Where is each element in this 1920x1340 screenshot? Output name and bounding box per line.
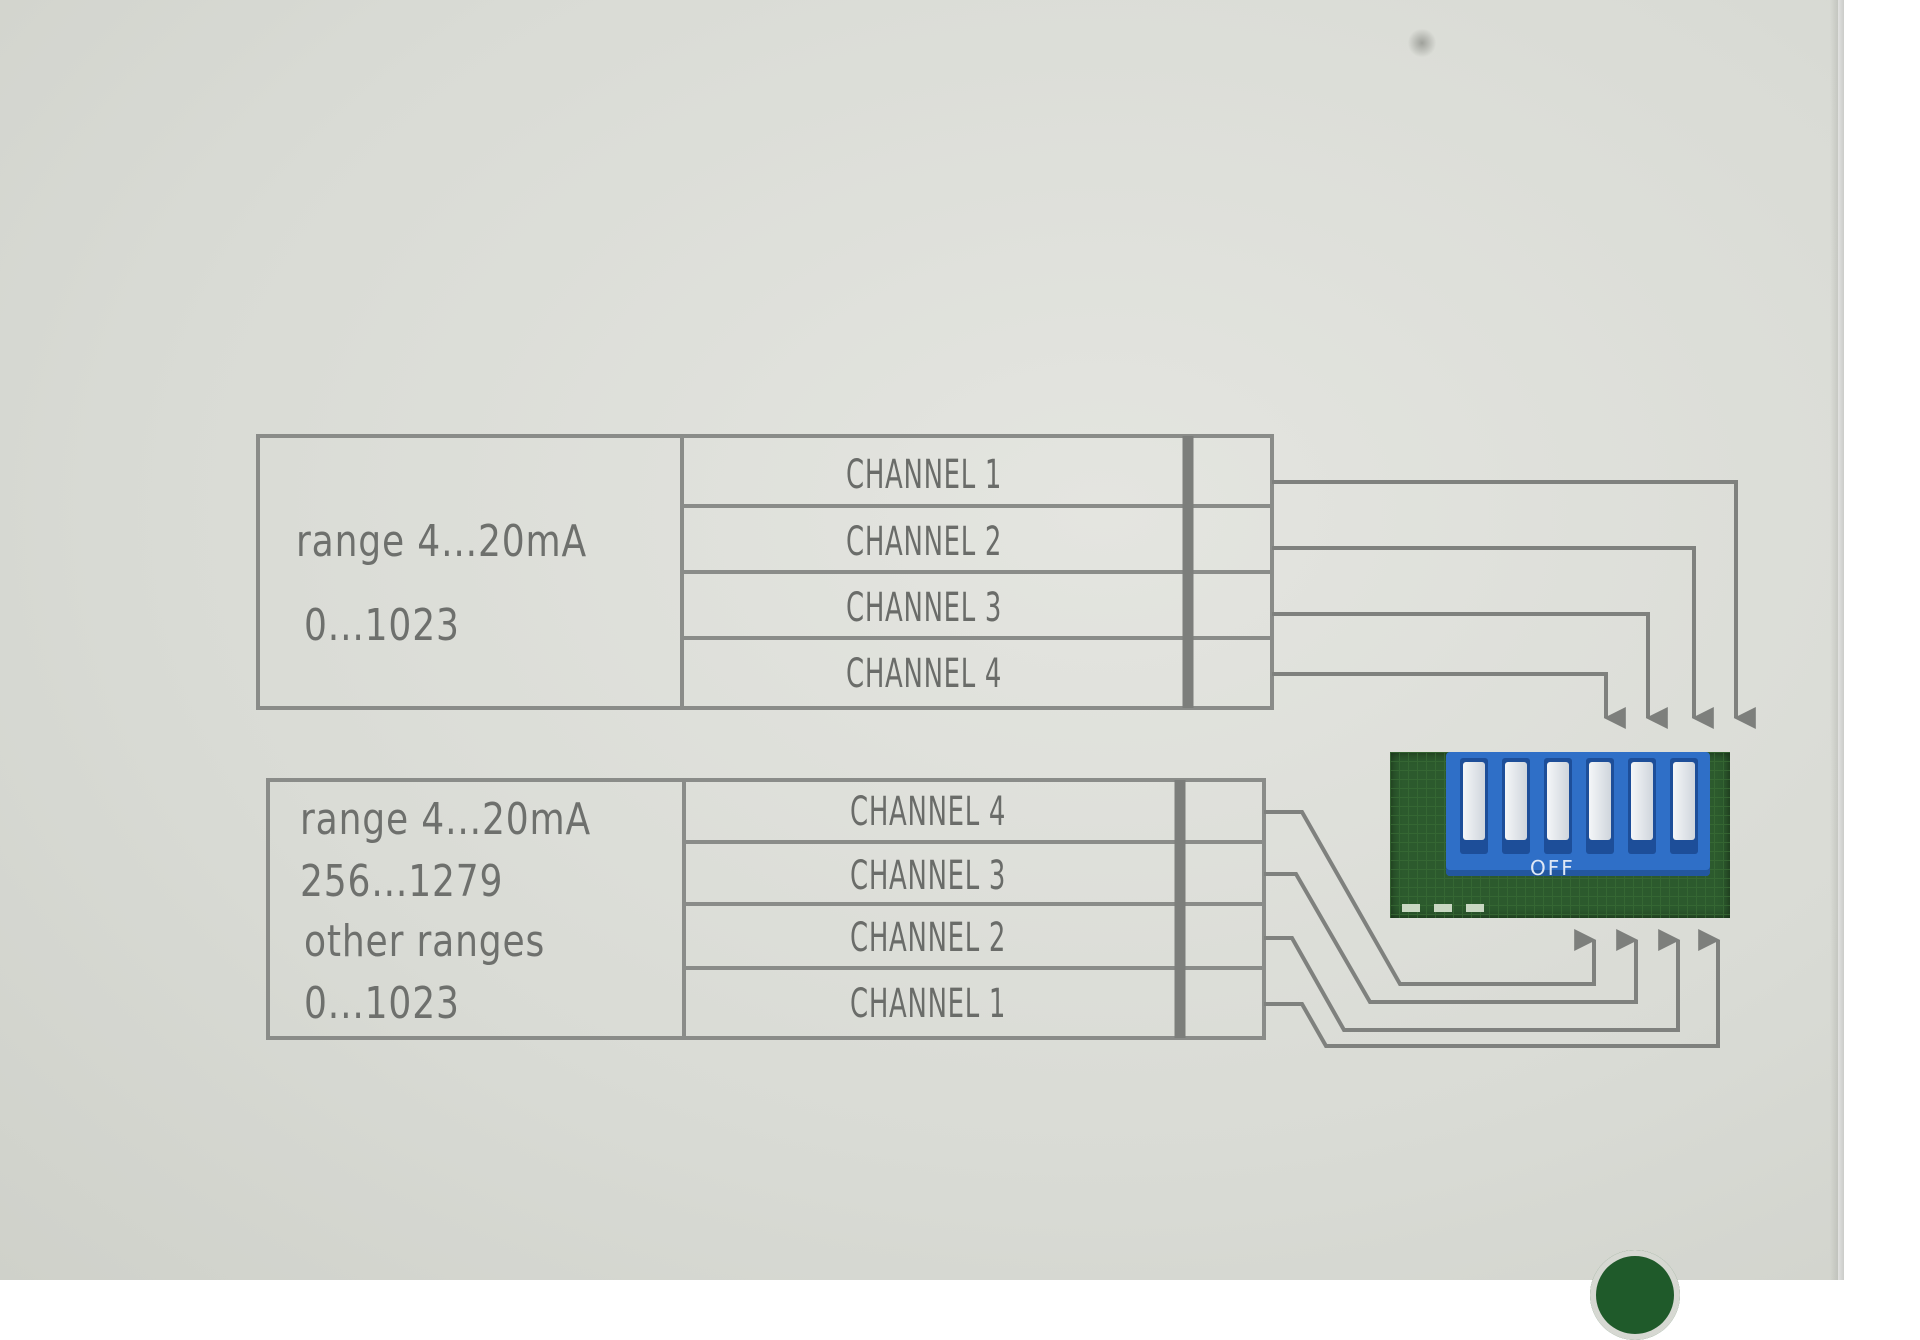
top-channel-4: CHANNEL 4 — [846, 651, 1003, 697]
off-label: OFF — [1530, 856, 1575, 880]
wiring-diagram — [256, 434, 1756, 1048]
dip-switch-6[interactable] — [1670, 758, 1698, 854]
top-range-label: range 4...20mA — [296, 516, 587, 567]
wire-bottom-channel-4 — [1264, 810, 1597, 986]
dip-switch-3[interactable] — [1544, 758, 1572, 854]
dip-lever-2[interactable] — [1505, 762, 1527, 840]
dip-lever-4[interactable] — [1589, 762, 1611, 840]
wire-top-channel-4 — [1272, 672, 1626, 729]
bottom-channel-1: CHANNEL 1 — [850, 981, 1007, 1027]
dip-switch-2[interactable] — [1502, 758, 1530, 854]
wire-bottom-channel-3 — [1264, 872, 1639, 1004]
bottom-block-frame — [266, 778, 1266, 1040]
wire-top-channel-1 — [1272, 480, 1756, 729]
top-channel-2: CHANNEL 2 — [846, 519, 1003, 565]
pcb-pad — [1402, 904, 1420, 912]
pcb-pad — [1466, 904, 1484, 912]
wire-bottom-channel-1 — [1264, 929, 1721, 1048]
dip-switch-1[interactable] — [1460, 758, 1488, 854]
bottom-channel-2: CHANNEL 2 — [850, 915, 1007, 961]
dip-switch-5[interactable] — [1628, 758, 1656, 854]
top-channel-3: CHANNEL 3 — [846, 585, 1003, 631]
dip-switch[interactable]: OFF — [1446, 752, 1710, 880]
bottom-channel-3: CHANNEL 3 — [850, 853, 1007, 899]
dip-lever-5[interactable] — [1631, 762, 1653, 840]
bottom-value-label: 256...1279 — [300, 856, 504, 907]
top-channel-1: CHANNEL 1 — [846, 452, 1003, 498]
dip-lever-3[interactable] — [1547, 762, 1569, 840]
dip-switch-window: OFF — [1390, 752, 1730, 918]
bottom-range-label: range 4...20mA — [300, 794, 591, 845]
bottom-other-label: other ranges — [304, 916, 546, 967]
dip-switch-4[interactable] — [1586, 758, 1614, 854]
bottom-channel-4: CHANNEL 4 — [850, 789, 1007, 835]
surface-blemish — [1408, 28, 1436, 58]
dip-lever-6[interactable] — [1673, 762, 1695, 840]
pcb-pad — [1434, 904, 1452, 912]
bottom-other-value: 0...1023 — [304, 978, 460, 1029]
wire-top-channel-2 — [1272, 546, 1714, 729]
panel-edge-shadow — [1830, 0, 1844, 1280]
top-value-label: 0...1023 — [304, 600, 460, 651]
dip-lever-1[interactable] — [1463, 762, 1485, 840]
wire-bottom-channel-2 — [1264, 929, 1681, 1032]
wire-top-channel-3 — [1272, 612, 1668, 729]
